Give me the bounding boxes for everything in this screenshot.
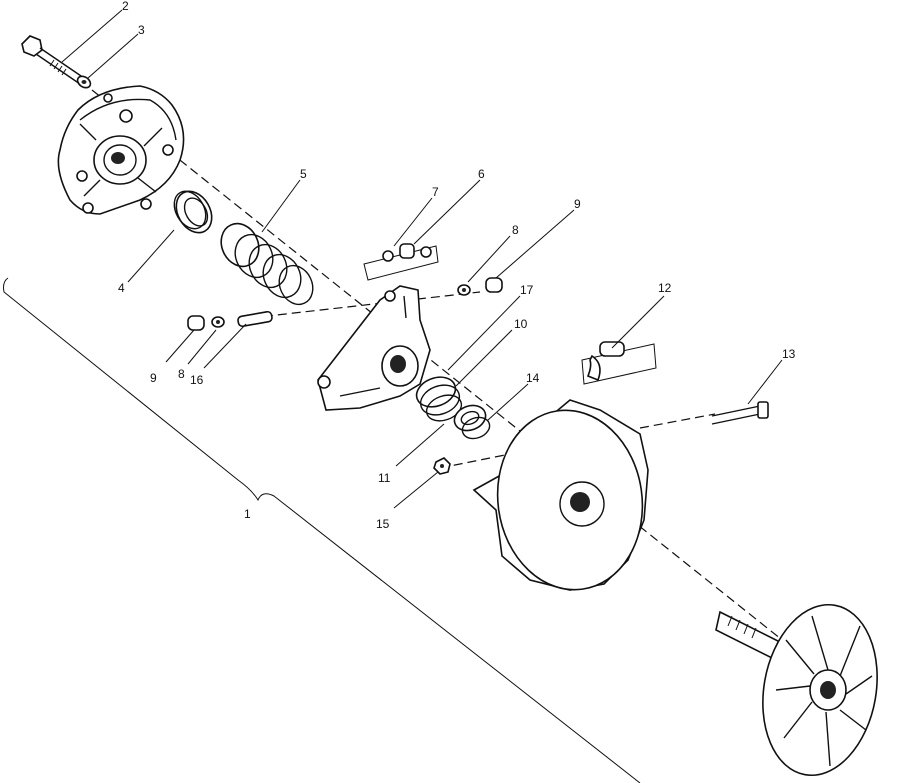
callout-10: 10 [514,317,528,331]
roller-right-group [457,277,503,296]
nut-part [433,457,451,475]
callout-13: 13 [782,347,796,361]
callout-6: 6 [478,167,485,181]
callout-16: 16 [190,373,204,387]
spider-bracket [317,285,431,411]
callout-3: 3 [138,23,145,37]
cover-housing [57,85,185,215]
bolt-part [21,35,85,85]
inner-spring [415,376,463,422]
fixed-sheave [715,603,878,777]
assembly-bracket [3,277,641,783]
callout-5: 5 [300,167,307,181]
callout-12: 12 [658,281,672,295]
callout-8-left: 8 [178,367,185,381]
washer-part [76,75,92,89]
callout-1: 1 [244,507,251,521]
callout-4: 4 [118,281,125,295]
bushing [453,404,491,440]
callout-11: 11 [378,471,391,485]
callout-9-left: 9 [150,371,157,385]
flyweight [581,341,657,385]
coil-spring [220,222,314,306]
callout-14: 14 [526,371,540,385]
leader-lines [61,9,783,509]
callout-8-right: 8 [512,223,519,237]
pin-and-roller-group [363,243,439,281]
callout-2: 2 [122,0,129,13]
roller-left-group [187,310,273,331]
bearing-ring [173,190,213,234]
callout-15: 15 [376,517,390,531]
center-axis [91,89,846,691]
axle-pin [711,401,769,425]
callout-9-right: 9 [574,197,581,211]
movable-sheave [472,399,649,591]
callout-7: 7 [432,185,439,199]
callout-17: 17 [520,283,534,297]
callout-labels: 1 2 3 4 5 6 7 8 8 9 9 10 11 12 13 14 15 … [118,0,796,531]
